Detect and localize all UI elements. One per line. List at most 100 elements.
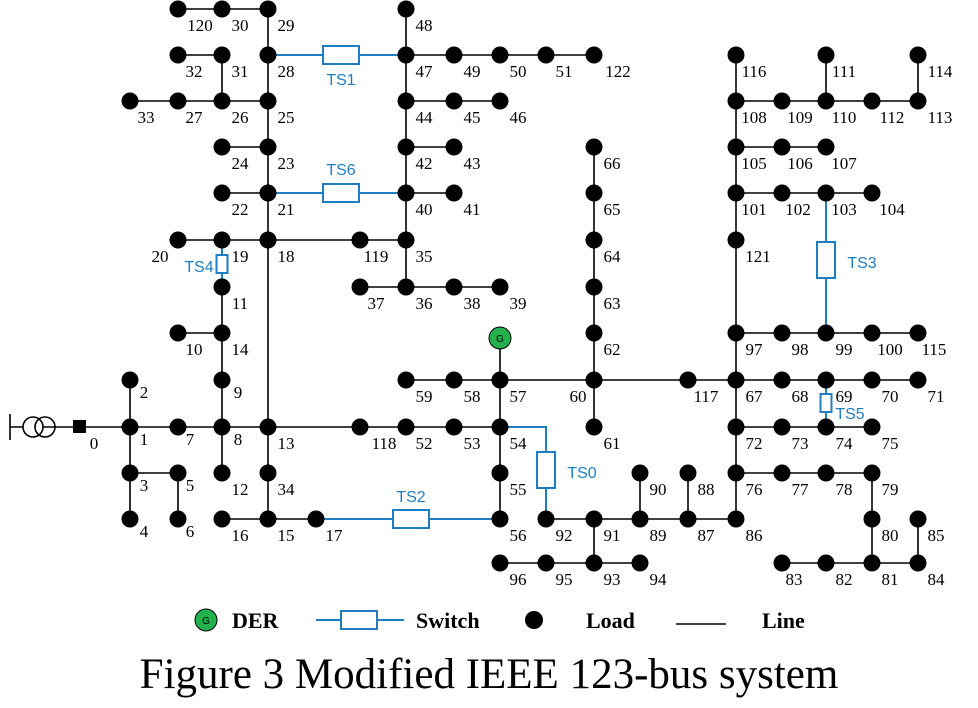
load-node-39 bbox=[491, 278, 509, 296]
load-node-76 bbox=[727, 464, 745, 482]
node-label-3: 3 bbox=[140, 476, 149, 495]
switch-label-ts3: TS3 bbox=[847, 255, 876, 272]
load-node-26 bbox=[213, 92, 231, 110]
node-label-40: 40 bbox=[416, 200, 433, 219]
node-label-103: 103 bbox=[831, 200, 857, 219]
node-label-42: 42 bbox=[416, 154, 433, 173]
load-node-58 bbox=[445, 371, 463, 389]
load-node-23 bbox=[259, 138, 277, 156]
load-node-116 bbox=[727, 46, 745, 64]
node-label-4: 4 bbox=[140, 522, 149, 541]
node-label-57: 57 bbox=[510, 387, 528, 406]
load-node-111 bbox=[817, 46, 835, 64]
node-label-115: 115 bbox=[922, 340, 947, 359]
load-node-102 bbox=[773, 184, 791, 202]
load-node-14 bbox=[213, 324, 231, 342]
node-label-61: 61 bbox=[604, 434, 621, 453]
load-node-30 bbox=[213, 0, 231, 18]
node-label-107: 107 bbox=[831, 154, 857, 173]
legend-der-symbol: G bbox=[202, 616, 210, 627]
legend-switch-label: Switch bbox=[416, 608, 480, 633]
node-label-27: 27 bbox=[186, 108, 204, 127]
node-label-80: 80 bbox=[882, 526, 899, 545]
load-node-69 bbox=[817, 371, 835, 389]
node-label-75: 75 bbox=[882, 434, 899, 453]
node-label-23: 23 bbox=[278, 154, 295, 173]
load-node-90 bbox=[631, 464, 649, 482]
load-node-18 bbox=[259, 231, 277, 249]
transformer-icon bbox=[22, 416, 56, 438]
load-node-19 bbox=[213, 231, 231, 249]
load-node-105 bbox=[727, 138, 745, 156]
load-node-119 bbox=[351, 231, 369, 249]
legend-switch: Switch bbox=[316, 608, 480, 633]
load-node-97 bbox=[727, 324, 745, 342]
node-label-119: 119 bbox=[364, 247, 389, 266]
node-label-56: 56 bbox=[510, 526, 527, 545]
node-label-81: 81 bbox=[882, 570, 899, 589]
load-node-1 bbox=[121, 418, 139, 436]
load-node-42 bbox=[397, 138, 415, 156]
load-node-114 bbox=[909, 46, 927, 64]
load-node-110 bbox=[817, 92, 835, 110]
legend-line: Line bbox=[676, 608, 805, 633]
load-node-45 bbox=[445, 92, 463, 110]
switch-icon bbox=[340, 610, 378, 630]
node-label-86: 86 bbox=[746, 526, 763, 545]
node-label-35: 35 bbox=[416, 247, 433, 266]
switch-icon bbox=[215, 254, 229, 274]
node-label-74: 74 bbox=[836, 434, 854, 453]
load-node-13 bbox=[259, 418, 277, 436]
node-label-1: 1 bbox=[140, 430, 149, 449]
node-label-7: 7 bbox=[186, 430, 195, 449]
load-node-41 bbox=[445, 184, 463, 202]
load-node-29 bbox=[259, 0, 277, 18]
load-node-20 bbox=[169, 231, 187, 249]
node-label-109: 109 bbox=[787, 108, 813, 127]
load-node-47 bbox=[397, 46, 415, 64]
node-label-41: 41 bbox=[464, 200, 481, 219]
node-label-14: 14 bbox=[232, 340, 250, 359]
load-node-50 bbox=[491, 46, 509, 64]
node-label-100: 100 bbox=[877, 340, 903, 359]
node-label-17: 17 bbox=[326, 526, 344, 545]
switch-icon bbox=[322, 45, 360, 65]
node-label-83: 83 bbox=[786, 570, 803, 589]
node-label-84: 84 bbox=[928, 570, 946, 589]
load-node-64 bbox=[585, 231, 603, 249]
node-label-20: 20 bbox=[152, 247, 169, 266]
node-label-8: 8 bbox=[234, 430, 243, 449]
node-label-50: 50 bbox=[510, 62, 527, 81]
load-node-93 bbox=[585, 554, 603, 572]
node-label-39: 39 bbox=[510, 294, 527, 313]
node-label-88: 88 bbox=[698, 480, 715, 499]
load-node-73 bbox=[773, 418, 791, 436]
load-node-96 bbox=[491, 554, 509, 572]
load-node-5 bbox=[169, 464, 187, 482]
load-node-46 bbox=[491, 92, 509, 110]
load-node-89 bbox=[631, 510, 649, 528]
load-node-52 bbox=[397, 418, 415, 436]
node-label-37: 37 bbox=[368, 294, 386, 313]
load-node-2 bbox=[121, 371, 139, 389]
node-label-60: 60 bbox=[570, 387, 587, 406]
source-layer bbox=[9, 414, 86, 440]
load-node-71 bbox=[909, 371, 927, 389]
load-node-49 bbox=[445, 46, 463, 64]
node-label-5: 5 bbox=[186, 476, 195, 495]
load-node-24 bbox=[213, 138, 231, 156]
node-label-85: 85 bbox=[928, 526, 945, 545]
node-label-44: 44 bbox=[416, 108, 434, 127]
node-label-6: 6 bbox=[186, 522, 195, 541]
figure-caption: Figure 3 Modified IEEE 123-bus system bbox=[139, 651, 839, 698]
node-label-32: 32 bbox=[186, 62, 203, 81]
load-node-51 bbox=[537, 46, 555, 64]
node-label-112: 112 bbox=[880, 108, 905, 127]
node-label-118: 118 bbox=[372, 434, 397, 453]
load-node-28 bbox=[259, 46, 277, 64]
load-node-57 bbox=[491, 371, 509, 389]
load-node-12 bbox=[213, 464, 231, 482]
load-node-92 bbox=[537, 510, 555, 528]
